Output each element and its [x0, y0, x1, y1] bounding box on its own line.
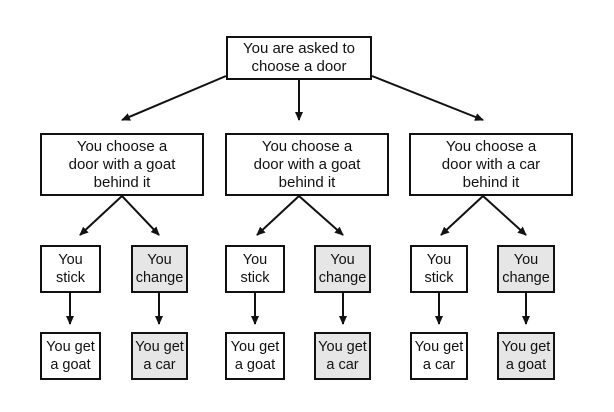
outcome-node-car-3: You get a car [410, 332, 468, 380]
action-node-change-3: You change [497, 245, 555, 293]
outcome-node-car-1: You get a car [131, 332, 188, 380]
edge-choice-1-to-stick [79, 195, 123, 236]
action-node-change-1: You change [131, 245, 188, 293]
choice-node-goat-2: You choose a door with a goat behind it [225, 133, 389, 196]
root-node-choose-door: You are asked to choose a door [226, 36, 372, 80]
action-node-stick-3: You stick [410, 245, 468, 293]
edge-root-to-choice-3 [371, 75, 484, 121]
edge-choice-2-to-stick [256, 195, 300, 236]
edge-choice-3-to-change [482, 195, 527, 236]
outcome-node-goat-3: You get a goat [497, 332, 555, 380]
action-node-stick-2: You stick [225, 245, 285, 293]
action-node-stick-1: You stick [40, 245, 101, 293]
edge-choice-1-to-change [121, 195, 160, 236]
outcome-node-goat-2: You get a goat [225, 332, 285, 380]
outcome-node-goat-1: You get a goat [40, 332, 101, 380]
edge-root-to-choice-1 [121, 75, 227, 121]
edge-choice-3-to-stick [440, 195, 484, 236]
outcome-node-car-2: You get a car [314, 332, 371, 380]
choice-node-car: You choose a door with a car behind it [409, 133, 573, 196]
action-node-change-2: You change [314, 245, 371, 293]
edge-choice-2-to-change [298, 195, 344, 236]
choice-node-goat-1: You choose a door with a goat behind it [40, 133, 204, 196]
